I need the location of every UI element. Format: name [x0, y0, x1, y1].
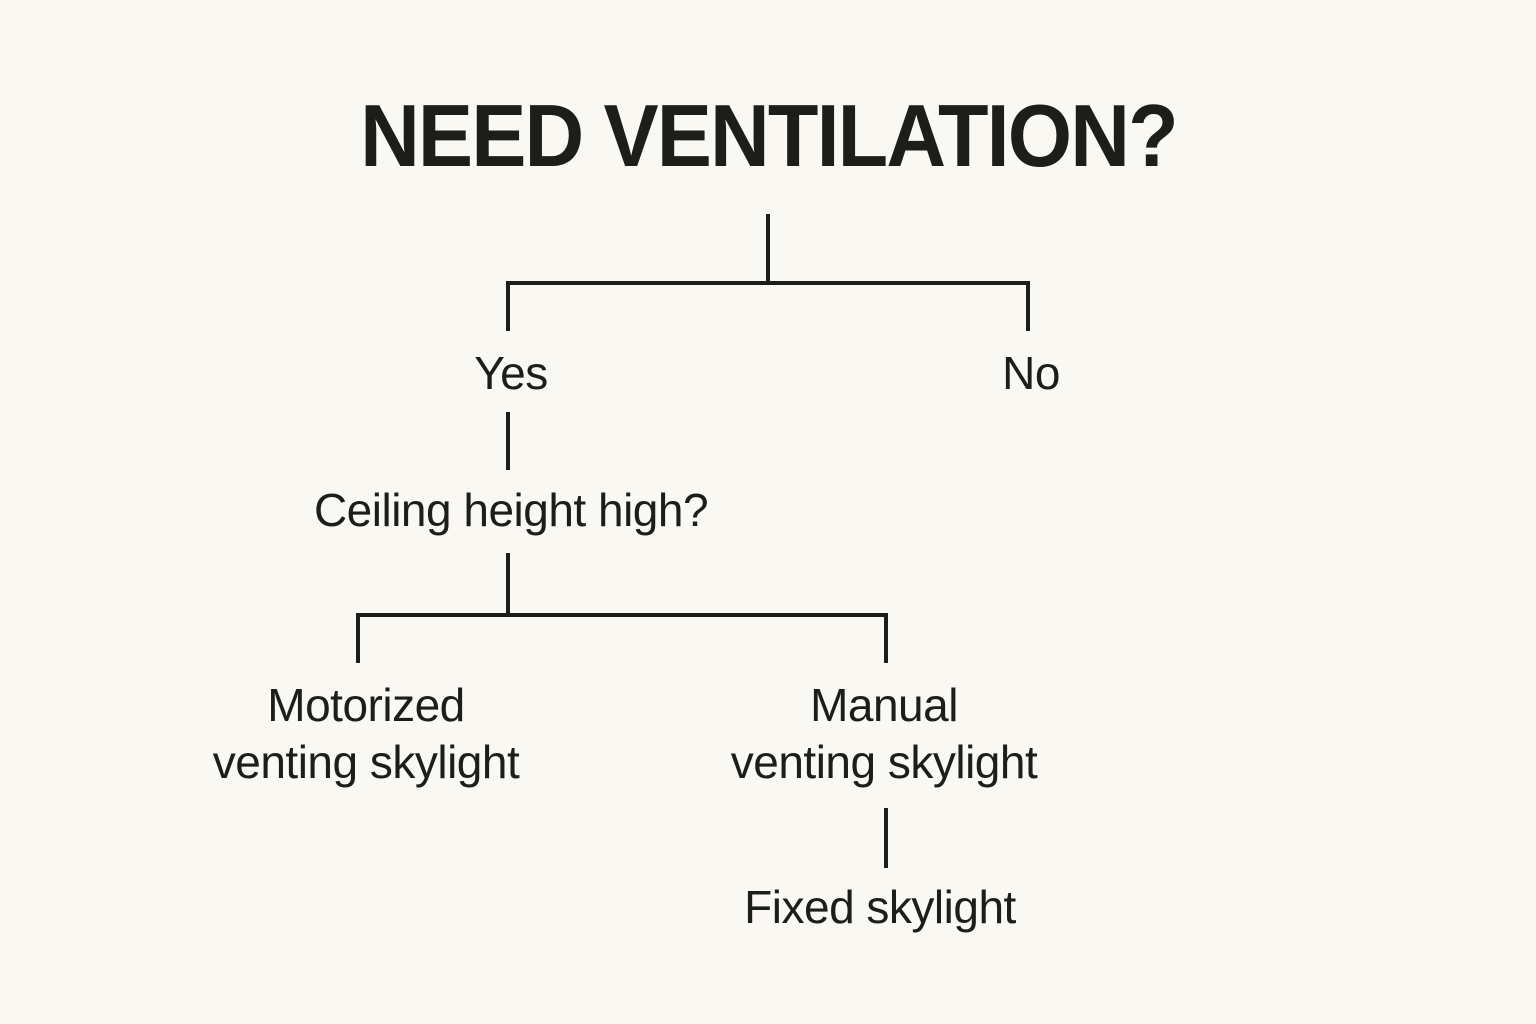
connector-question-stem	[506, 553, 510, 615]
node-motorized-venting-skylight: Motorized venting skylight	[212, 679, 520, 789]
connector-branch2-right-stub	[884, 613, 888, 663]
node-no: No	[1002, 347, 1060, 399]
connector-branch2-left-stub	[356, 613, 360, 663]
connector-branch1-right-stub	[1026, 281, 1030, 331]
connector-branch1-left-stub	[506, 281, 510, 331]
page-title-text: NEED VENTILATION?	[359, 86, 1179, 185]
connector-manual-to-fixed	[884, 808, 888, 868]
page-title: NEED VENTILATION?	[0, 92, 1536, 180]
node-ceiling-height-question: Ceiling height high?	[313, 484, 709, 536]
node-fixed-skylight: Fixed skylight	[744, 881, 1016, 933]
connector-root-stem	[766, 214, 770, 284]
connector-branch2-horizontal	[356, 613, 888, 617]
connector-yes-to-question	[506, 412, 510, 470]
node-manual-venting-skylight: Manual venting skylight	[730, 679, 1038, 789]
connector-branch1-horizontal	[506, 281, 1030, 285]
node-yes: Yes	[474, 347, 548, 399]
